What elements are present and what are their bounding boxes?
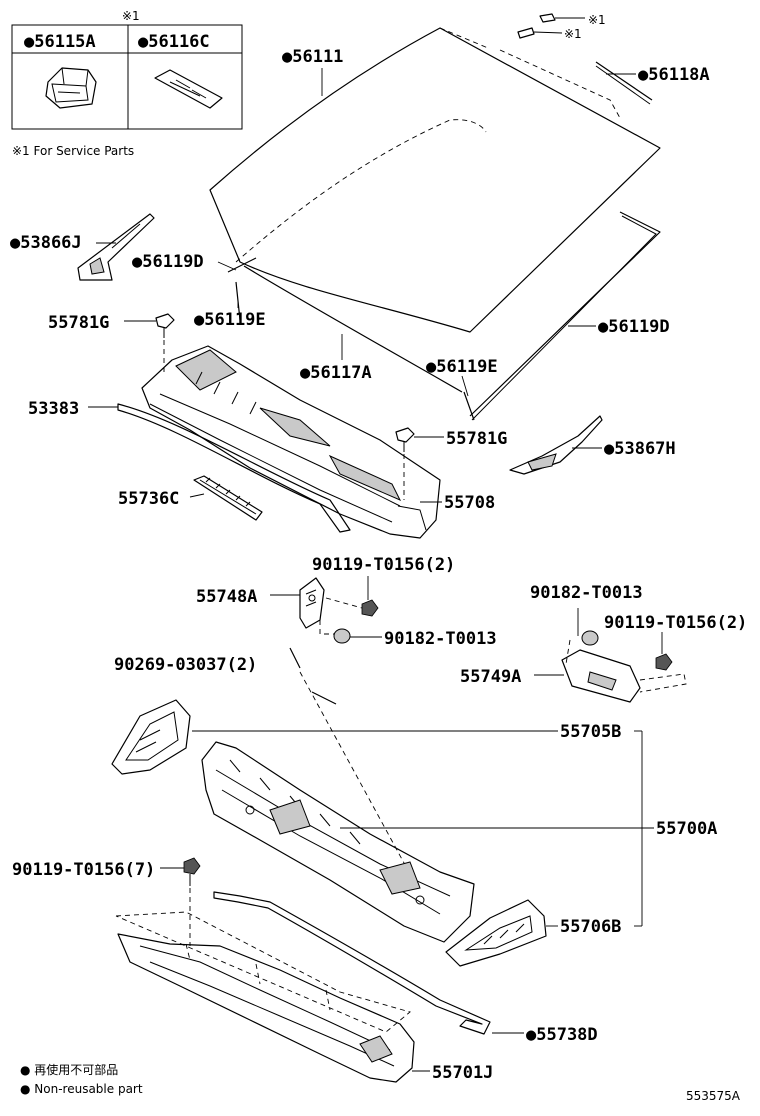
label-53866J: ●53866J (10, 233, 82, 253)
label-90182-T0013-a: 90182-T0013 (384, 629, 497, 649)
label-55749A: 55749A (460, 667, 521, 687)
label-90119-T0156-a: 90119-T0156(2) (312, 555, 455, 575)
bracket-55749A (561, 649, 687, 703)
cowl-louver-55708 (141, 345, 441, 539)
mark-1a: ※1 (588, 13, 606, 27)
bolt-90119-a-icon (325, 597, 379, 617)
cowl-panel-55700A (201, 741, 475, 943)
label-56115A: ●56115A (24, 32, 96, 52)
mark-1b: ※1 (564, 27, 582, 41)
label-56119D-right: ●56119D (598, 317, 670, 337)
cowl-outer-panel-55701J (115, 911, 415, 1083)
label-90269-03037: 90269-03037(2) (114, 655, 257, 675)
label-55701J: 55701J (432, 1063, 493, 1083)
seal-53383 (117, 403, 351, 533)
label-55705B: 55705B (560, 722, 621, 742)
label-90182-T0013-b: 90182-T0013 (530, 583, 643, 603)
label-55748A: 55748A (196, 587, 257, 607)
bolt-90119-b-icon (655, 632, 673, 671)
label-90119-T0156-c: 90119-T0156(7) (12, 860, 155, 880)
diagram-id: 553575A (686, 1089, 741, 1103)
seal-55738D (213, 891, 491, 1035)
label-56117A: ●56117A (300, 363, 372, 383)
label-56119D-left: ●56119D (132, 252, 204, 272)
legend-line-jp: ● 再使用不可部品 (20, 1062, 118, 1077)
clip-55781G-top-icon (155, 313, 175, 374)
label-53383: 53383 (28, 399, 79, 419)
label-55781G-top: 55781G (48, 313, 109, 333)
clip-55781G-mid-icon (395, 427, 415, 500)
nut-90182-b-icon (565, 608, 599, 665)
label-56119E-right: ●56119E (426, 357, 498, 377)
bracket-55705B (111, 699, 191, 775)
nut-90182-a-icon (319, 620, 351, 644)
label-56116C: ●56116C (138, 32, 210, 52)
clip-56115A-icon (45, 67, 97, 109)
bracket-55706B (445, 899, 547, 967)
service-parts-box: ※1 ●56115A ●56116C ※1 For Service Parts (11, 9, 243, 158)
label-90119-T0156-b: 90119-T0156(2) (604, 613, 747, 633)
bracket-53866J (77, 213, 155, 281)
windshield-glass (209, 13, 661, 421)
label-55706B: 55706B (560, 917, 621, 937)
service-note: ※1 For Service Parts (12, 144, 134, 158)
label-55736C: 55736C (118, 489, 179, 509)
label-55781G-mid: 55781G (446, 429, 507, 449)
strip-56116C-icon (154, 69, 223, 109)
label-55700A: 55700A (656, 819, 717, 839)
label-56111: ●56111 (282, 47, 343, 67)
label-56119E-left: ●56119E (194, 310, 266, 330)
label-56118A: ●56118A (638, 65, 710, 85)
bracket-53867H (509, 415, 603, 475)
service-box-marker: ※1 (122, 9, 140, 23)
bolt-90119-c-icon (183, 857, 201, 946)
label-55738D: ●55738D (526, 1025, 598, 1045)
label-53867H: ●53867H (604, 439, 676, 459)
legend-line-en: ● Non-reusable part (20, 1082, 143, 1096)
seal-55736C (193, 475, 263, 521)
clip-90269-icon (289, 647, 411, 875)
label-55708: 55708 (444, 493, 495, 513)
